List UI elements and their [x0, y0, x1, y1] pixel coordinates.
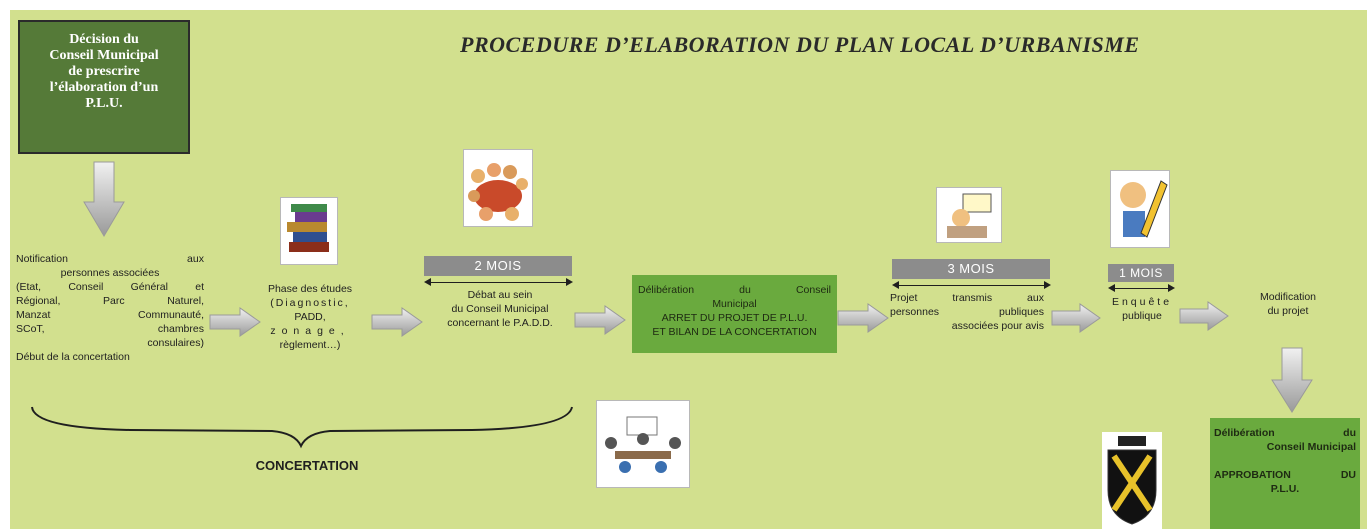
deliberation-line: ARRET DU PROJET DE P.L.U.	[661, 312, 808, 324]
phase-line: Phase des études	[267, 283, 353, 295]
debat-line: Débat au sein	[467, 289, 533, 301]
down-arrow	[1271, 347, 1313, 413]
page-title: PROCEDURE D’ELABORATION DU PLAN LOCAL D’…	[460, 32, 1140, 57]
enquete-line: publique	[1122, 310, 1162, 322]
approbation-line: P.L.U.	[1270, 483, 1300, 495]
duration-arrowhead	[424, 278, 431, 286]
deliberation-approbation-box: Délibération du Conseil Municipal APPROB…	[1210, 418, 1360, 529]
delay-3-mois: 3 MOIS	[892, 259, 1050, 279]
concertation-label: CONCERTATION	[255, 458, 359, 473]
duration-arrowhead	[892, 281, 899, 289]
diagram-canvas: PROCEDURE D’ELABORATION DU PLAN LOCAL D’…	[10, 10, 1367, 529]
duration-line	[896, 285, 1046, 286]
pencil-man-image	[1110, 170, 1170, 248]
deliberation-arret-box: Délibération du Conseil Municipal ARRET …	[632, 275, 837, 353]
phase-line: règlement…)	[279, 339, 341, 351]
projet-line: associées pour avis	[951, 320, 1044, 332]
down-arrow	[83, 161, 125, 237]
modification-line: du projet	[1267, 305, 1309, 317]
notification-line: SCoT, chambres	[16, 323, 204, 335]
approbation-line: Conseil Municipal	[1266, 441, 1356, 453]
right-arrow	[1179, 301, 1229, 331]
modification-text: Modification du projet	[1232, 290, 1344, 318]
meeting-image	[463, 149, 533, 227]
decision-line: Décision du	[69, 32, 139, 47]
delay-1-mois: 1 MOIS	[1108, 264, 1174, 282]
notification-line: Manzat Communauté,	[16, 309, 204, 321]
duration-arrowhead	[566, 278, 573, 286]
right-arrow	[1051, 303, 1101, 333]
duration-line	[428, 282, 568, 283]
notification-line: personnes associées	[60, 267, 160, 279]
secretary-image	[936, 187, 1002, 243]
spacer	[1214, 454, 1356, 468]
deliberation-line: Délibération du Conseil	[638, 284, 831, 296]
modification-line: Modification	[1259, 291, 1317, 303]
phase-etudes-text: Phase des études (Diagnostic, PADD, zona…	[250, 282, 370, 352]
duration-arrowhead	[1044, 281, 1051, 289]
debat-line: du Conseil Municipal	[451, 303, 549, 315]
phase-line: PADD,	[294, 311, 326, 323]
right-arrow	[209, 307, 261, 337]
concertation-brace	[31, 406, 573, 449]
deliberation-line: Municipal	[712, 298, 757, 310]
group-meeting-image	[596, 400, 690, 488]
debat-line: concernant le P.A.D.D.	[447, 317, 553, 329]
notification-line: consulaires)	[147, 337, 204, 349]
notification-line: Régional, Parc Naturel,	[16, 295, 204, 307]
coat-of-arms-image	[1102, 432, 1162, 529]
enquete-line: Enquête	[1111, 296, 1173, 308]
projet-line: personnes publiques	[890, 306, 1044, 318]
debat-text: Débat au sein du Conseil Municipal conce…	[420, 288, 580, 330]
decision-line: l’élaboration d’un	[49, 80, 159, 95]
decision-line: de prescrire	[68, 64, 140, 79]
notification-line: Notification aux	[16, 253, 204, 265]
projet-transmis-text: Projet transmis aux personnes publiques …	[890, 291, 1044, 333]
decision-box: Décision du Conseil Municipal de prescri…	[18, 20, 190, 154]
phase-line: zonage,	[270, 325, 350, 337]
duration-arrowhead	[1168, 284, 1175, 292]
right-arrow	[837, 303, 889, 333]
books-image	[280, 197, 338, 265]
duration-line	[1112, 288, 1170, 289]
approbation-line: Délibération du	[1214, 427, 1356, 439]
decision-line: Conseil Municipal	[49, 48, 159, 63]
notification-line: Début de la concertation	[16, 351, 130, 363]
decision-line: P.L.U.	[85, 96, 123, 111]
enquete-text: Enquête publique	[1108, 295, 1176, 323]
duration-arrowhead	[1108, 284, 1115, 292]
delay-2-mois: 2 MOIS	[424, 256, 572, 276]
right-arrow	[574, 305, 626, 335]
notification-text: Notification aux personnes associées (Et…	[16, 252, 204, 364]
deliberation-line: ET BILAN DE LA CONCERTATION	[652, 326, 817, 338]
right-arrow	[371, 307, 423, 337]
notification-line: (Etat, Conseil Général et	[16, 281, 204, 293]
phase-line: (Diagnostic,	[270, 297, 350, 309]
flow-arrows	[31, 161, 1313, 449]
approbation-line: APPROBATION DU	[1214, 469, 1356, 481]
projet-line: Projet transmis aux	[890, 292, 1044, 304]
